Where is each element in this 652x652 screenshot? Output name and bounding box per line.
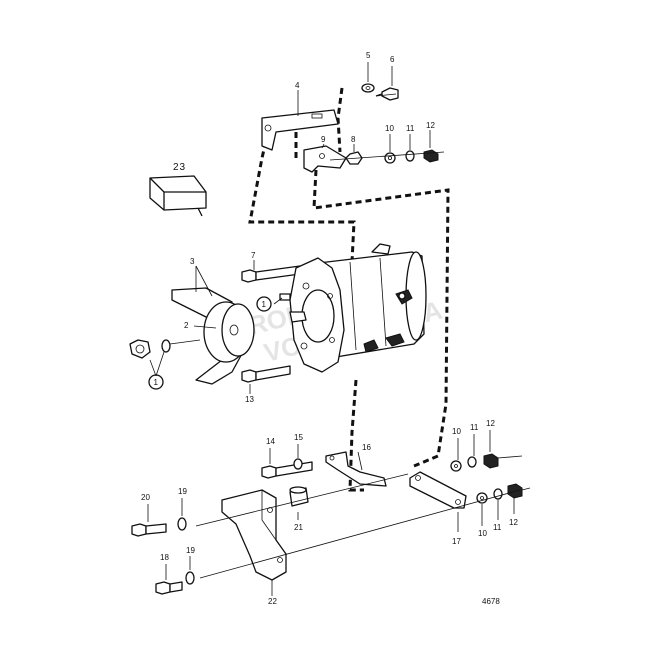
label-10-mid: 10: [452, 427, 461, 436]
label-11-lower: 11: [493, 523, 502, 532]
label-22: 22: [268, 597, 277, 606]
part-5-washer: [361, 83, 375, 93]
part-20-bolt: [131, 523, 167, 537]
part-labels: 5 6 4 8 10 11 12 9 23 7 3 2 13 14 15 16 …: [141, 51, 518, 606]
part-11-lockwasher-upper: [405, 150, 415, 162]
part-21-spacer: [289, 486, 309, 507]
part-22-support-bracket: [221, 489, 287, 581]
assembly-dashed-lines: [248, 87, 450, 492]
label-9: 9: [321, 135, 326, 144]
label-11-upper: 11: [406, 124, 415, 133]
label-17: 17: [452, 537, 461, 546]
label-12-upper: 12: [426, 121, 435, 130]
part-10-washer-upper: [384, 152, 396, 164]
label-20: 20: [141, 493, 150, 502]
part-19-washer-upper: [177, 517, 187, 531]
label-19-upper: 19: [178, 487, 187, 496]
part-7-bolt: [241, 265, 301, 283]
label-10-upper: 10: [385, 124, 394, 133]
label-23: 23: [173, 162, 186, 173]
label-13: 13: [245, 395, 254, 404]
part-17-link-bar: [409, 471, 467, 509]
label-21: 21: [294, 523, 303, 532]
part-2-pulley: [203, 301, 255, 363]
label-3: 3: [190, 257, 195, 266]
part-10-washer-mid: [450, 460, 462, 472]
part-11-lockwasher-lower: [493, 488, 503, 500]
part-9-tab-bracket: [303, 145, 347, 173]
part-4-upper-bracket: [261, 109, 339, 151]
part-12-nut-mid: [483, 453, 499, 469]
label-8: 8: [351, 135, 356, 144]
part-19-washer-lower: [185, 571, 195, 585]
label-2: 2: [184, 321, 189, 330]
label-19-lower: 19: [186, 546, 195, 555]
part-15-washer: [293, 458, 303, 470]
label-6: 6: [390, 55, 395, 64]
label-12-mid: 12: [486, 419, 495, 428]
part-1-washer: [161, 339, 171, 353]
label-16: 16: [362, 443, 371, 452]
part-16-bracket: [325, 451, 387, 487]
generator-assembly: [289, 243, 427, 373]
part-1-key: [279, 293, 291, 301]
callout-1-nut: 1: [148, 374, 164, 390]
part-12-nut-upper: [423, 149, 439, 163]
label-5: 5: [366, 51, 371, 60]
part-13-bolt: [241, 365, 291, 383]
part-14-bolt: [261, 461, 313, 479]
part-18-bolt: [155, 581, 183, 595]
label-4: 4: [295, 81, 300, 90]
label-10-lower: 10: [478, 529, 487, 538]
callout-1-shaft: 1: [256, 296, 272, 312]
label-18: 18: [160, 553, 169, 562]
part-1-nut: [129, 339, 151, 359]
label-12-lower: 12: [509, 518, 518, 527]
part-23-relay: [149, 175, 207, 217]
label-11-mid: 11: [470, 423, 479, 432]
label-14: 14: [266, 437, 275, 446]
figure-number: 4678: [482, 597, 500, 606]
leader-lines: [147, 62, 531, 596]
label-15: 15: [294, 433, 303, 442]
callout-1-nut-text: 1: [154, 378, 159, 387]
callout-1-shaft-text: 1: [262, 300, 267, 309]
part-11-lockwasher-mid: [467, 456, 477, 468]
label-7: 7: [251, 251, 256, 260]
part-10-washer-lower: [476, 492, 488, 504]
